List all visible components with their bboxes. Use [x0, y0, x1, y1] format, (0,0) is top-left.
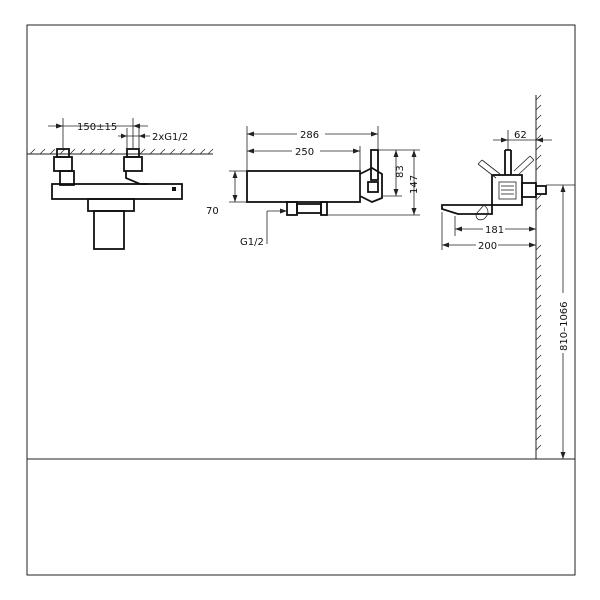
front-inlets-label: 2xG1/2 [152, 132, 188, 143]
plan-mixer-inner [498, 181, 517, 200]
side-body-height-label: 70 [206, 206, 219, 217]
side-body-length-label: 250 [295, 147, 314, 158]
side-mixer-body [246, 170, 361, 203]
plan-view: 62 181 200 810–1066 [441, 94, 575, 459]
plan-spout [441, 204, 493, 215]
side-total-height-label: 147 [409, 175, 420, 194]
side-outlet-thread-label: G1/2 [240, 237, 264, 248]
front-spacing-label: 150±15 [77, 122, 117, 133]
plan-lever-right [513, 155, 535, 176]
sheet-border [26, 24, 576, 576]
front-wall-hatch [29, 148, 214, 155]
side-total-length-label: 286 [300, 130, 319, 141]
plan-wall-hatch [535, 94, 542, 451]
front-mixer-body [51, 183, 183, 200]
plan-lever-left [477, 159, 501, 179]
side-lever [370, 149, 379, 181]
side-lever-height-label: 83 [395, 165, 406, 178]
side-view: 286 250 70 G1/2 83 147 [206, 126, 420, 248]
plan-lever-center [504, 149, 512, 175]
side-outlet-nut [286, 201, 298, 216]
spout-reach-label: 181 [485, 225, 504, 236]
side-outlet-body [296, 203, 322, 214]
front-right-connector [126, 148, 140, 158]
front-outlet-collar [87, 198, 135, 212]
plan-wall-connector [521, 182, 537, 198]
front-left-nut [53, 156, 73, 172]
front-right-stem [125, 171, 148, 185]
side-outlet-end [320, 201, 328, 216]
front-right-nut [123, 156, 143, 172]
front-left-stem [59, 170, 75, 186]
front-spout [93, 210, 125, 250]
wall-offset-label: 62 [514, 130, 527, 141]
front-indicator-dot [172, 187, 176, 191]
side-lever-hub [359, 166, 383, 203]
plan-spout-outlet [475, 204, 489, 221]
front-left-connector [56, 148, 70, 158]
total-projection-label: 200 [478, 241, 497, 252]
mount-height-label: 810–1066 [559, 301, 570, 351]
front-view: 150±15 2xG1/2 [27, 118, 214, 250]
side-lever-cap [367, 181, 379, 193]
plan-wall-nut [535, 185, 547, 195]
